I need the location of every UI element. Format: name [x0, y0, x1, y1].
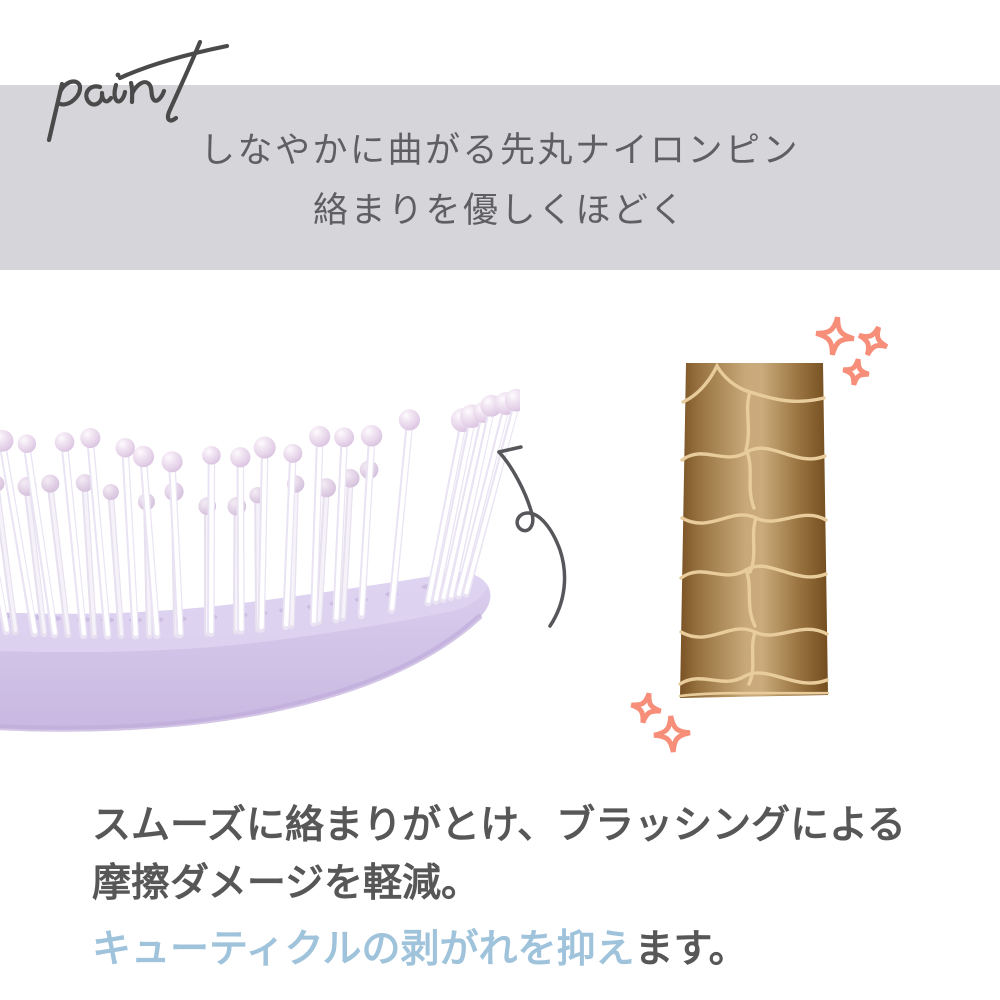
sparkle-icon [842, 358, 870, 386]
cuticle-scales [678, 362, 830, 698]
curved-arrow [497, 445, 567, 628]
script-i [112, 82, 128, 104]
arrow-curve [497, 450, 567, 628]
caption-line-2: 摩擦ダメージを軽減。 [92, 862, 481, 905]
brush-base-shadow-edge [0, 614, 482, 732]
bristles-front-row [0, 388, 520, 640]
sparkle-icon [653, 715, 691, 753]
sparkle-icon [857, 325, 889, 357]
caption-line-3: キューティクルの剥がれを抑えます。 [92, 930, 906, 969]
script-n [128, 80, 167, 105]
banner-line-1: しなやかに曲がる先丸ナイロンピン [199, 131, 800, 170]
sparkle-icon [630, 692, 662, 724]
sparkle-icon [815, 316, 855, 356]
script-o [84, 84, 114, 107]
script-t-stem [165, 39, 203, 123]
caption-line-3-rest: ます。 [634, 928, 748, 971]
script-t-bar [117, 43, 230, 81]
point-script-label [46, 39, 230, 143]
hair-strand-illustration [630, 316, 889, 753]
caption-line-1: スムーズに絡まりがとけ、ブラッシングによる [92, 804, 906, 847]
caption: スムーズに絡まりがとけ、ブラッシングによる 摩擦ダメージを軽減。 キューティクル… [92, 806, 906, 969]
hairbrush-photo [0, 388, 520, 732]
caption-line-3-highlight: キューティクルの剥がれを抑え [92, 928, 635, 971]
sparkle-icons [630, 316, 889, 753]
script-i-dot [115, 72, 121, 78]
arrowhead-barb [497, 445, 523, 454]
banner-line-2: 絡まりを優しくほどく [313, 191, 687, 230]
script-p-bowl [55, 79, 83, 107]
